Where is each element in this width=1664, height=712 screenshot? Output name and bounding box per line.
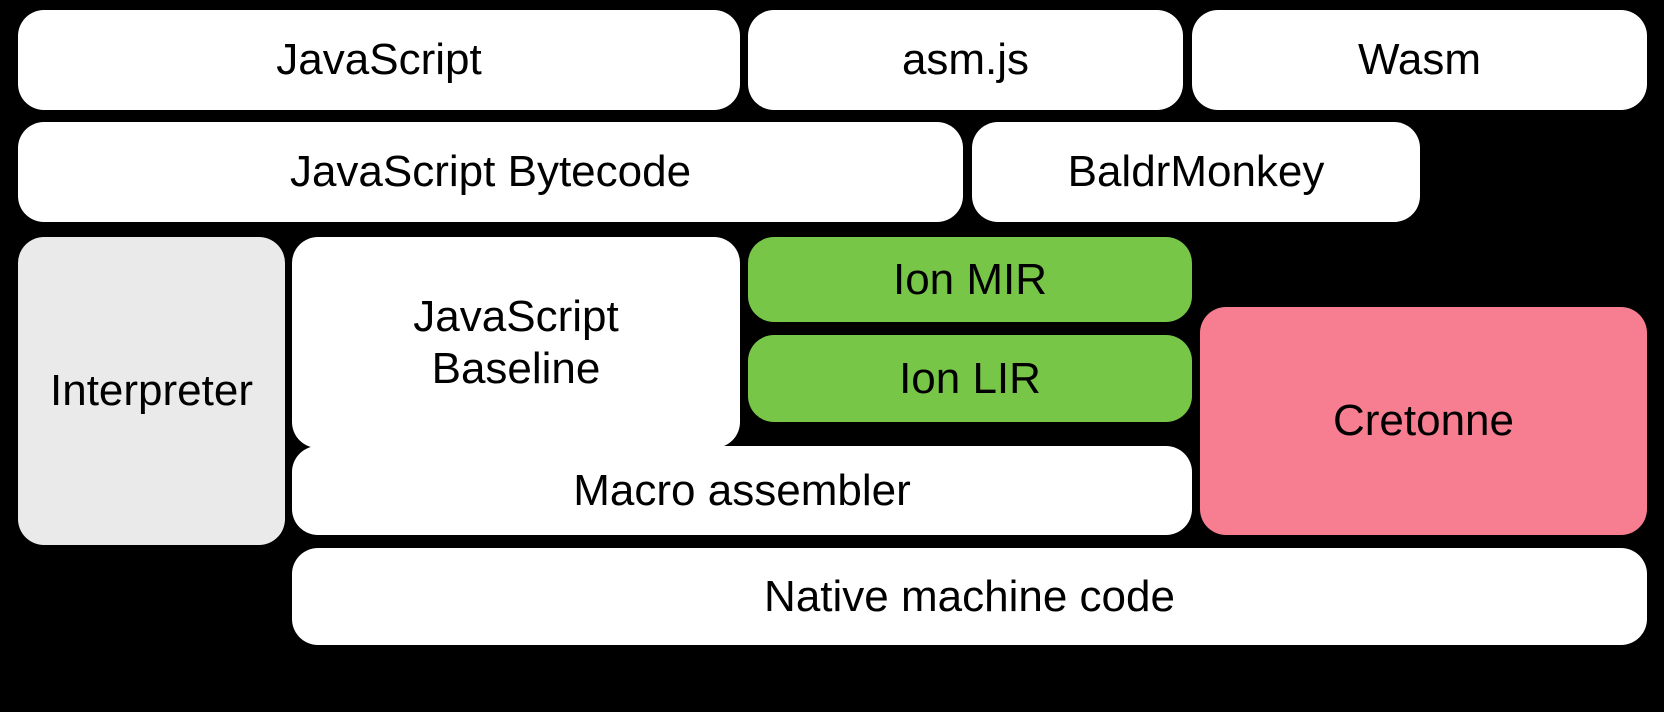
node-interpreter[interactable]: Interpreter [18,237,285,545]
node-javascript-bytecode[interactable]: JavaScript Bytecode [18,122,963,222]
node-cretonne[interactable]: Cretonne [1200,307,1647,535]
node-native-machine-code[interactable]: Native machine code [292,548,1647,645]
node-wasm[interactable]: Wasm [1192,10,1647,110]
node-javascript-baseline[interactable]: JavaScript Baseline [292,237,740,448]
node-asmjs[interactable]: asm.js [748,10,1183,110]
node-baldrmonkey[interactable]: BaldrMonkey [972,122,1420,222]
node-macro-assembler[interactable]: Macro assembler [292,446,1192,535]
node-ion-lir[interactable]: Ion LIR [748,335,1192,422]
node-ion-mir[interactable]: Ion MIR [748,237,1192,322]
node-javascript[interactable]: JavaScript [18,10,740,110]
